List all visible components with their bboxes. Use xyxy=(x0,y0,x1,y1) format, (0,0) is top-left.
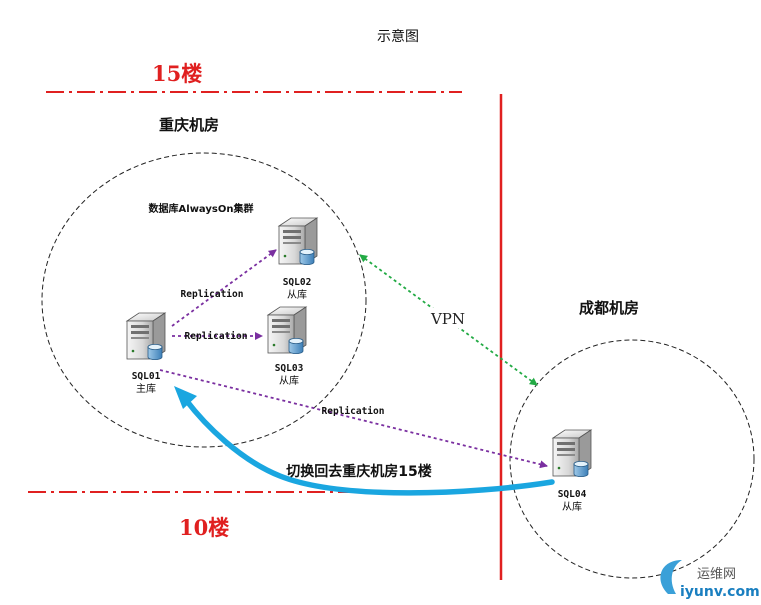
server-sql04-role: 从库 xyxy=(562,500,582,513)
server-sql04-icon xyxy=(552,429,592,478)
replication-arrow-sql02 xyxy=(171,249,277,327)
failover-arrow xyxy=(183,397,555,496)
floor-15-label: 15楼 xyxy=(152,61,202,86)
failover-label: 切换回去重庆机房15楼 xyxy=(286,463,431,480)
diagram-title: 示意图 xyxy=(377,28,419,45)
server-sql01-icon xyxy=(126,312,166,361)
replication-label-sql04: Replication xyxy=(322,406,385,417)
server-sql01-role: 主库 xyxy=(136,382,156,395)
server-sql02-name: SQL02 xyxy=(283,277,312,288)
server-sql03-role: 从库 xyxy=(279,374,299,387)
replication-label-sql03: Replication xyxy=(185,331,248,342)
server-sql01-name: SQL01 xyxy=(132,371,161,382)
replication-arrow-sql04 xyxy=(159,369,548,469)
server-sql03-name: SQL03 xyxy=(275,363,304,374)
server-sql02-role: 从库 xyxy=(287,288,307,301)
chongqing-room-boundary xyxy=(41,152,367,448)
watermark-text-cn: 运维网 xyxy=(697,567,736,582)
server-sql04-name: SQL04 xyxy=(558,489,587,500)
server-sql03-icon xyxy=(267,306,307,355)
chongqing-room-label: 重庆机房 xyxy=(159,116,219,134)
vpn-label-bg xyxy=(428,308,468,328)
chengdu-room-label: 成都机房 xyxy=(579,299,639,317)
floor-10-label: 10楼 xyxy=(179,515,229,540)
watermark-text-en: iyunv.com xyxy=(680,584,760,600)
chengdu-room-boundary xyxy=(509,339,755,579)
watermark-swoosh-icon xyxy=(660,560,682,594)
replication-label-sql02: Replication xyxy=(181,289,244,300)
cluster-label: 数据库AlwaysOn集群 xyxy=(149,202,254,215)
watermark-logo: 运维网 iyunv.com xyxy=(660,560,760,600)
vpn-label: VPN xyxy=(430,310,465,328)
server-sql02-icon xyxy=(278,217,318,266)
failover-arrowhead xyxy=(174,386,197,409)
